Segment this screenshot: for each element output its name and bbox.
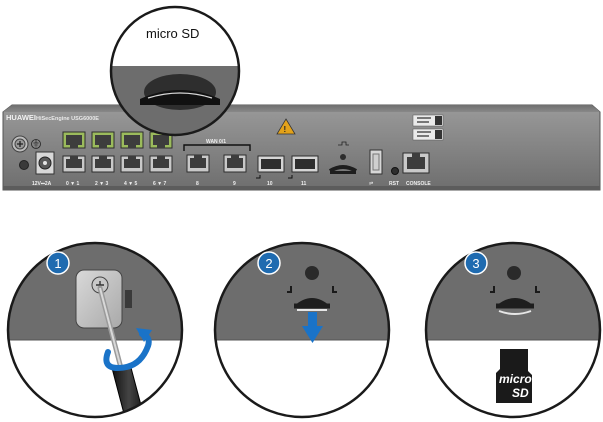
port-4 (120, 131, 144, 149)
port-label-6-7: 6 ▼ 7 (153, 181, 167, 187)
qr-labels (412, 114, 444, 141)
port-6 (149, 131, 173, 149)
port-label-9: 9 (233, 181, 236, 187)
lan-ports (62, 131, 173, 173)
port-5 (120, 155, 144, 173)
rst-label: RST (389, 181, 399, 187)
step-3-number: 3 (472, 256, 479, 271)
sd-slot (328, 141, 358, 174)
port-label-4-5: 4 ▼ 5 (124, 181, 138, 187)
usb-icon: ⇌ (369, 181, 373, 187)
step-2-badge: 2 (257, 251, 281, 275)
port-label-11: 11 (301, 181, 307, 187)
step-1-circle (6, 241, 184, 419)
port-8 (186, 154, 210, 173)
port-label-10: 10 (267, 181, 273, 187)
usb-port (369, 149, 383, 175)
step-2-circle (213, 241, 391, 419)
power-label: 12V⎓2A (32, 181, 52, 187)
port-label-8: 8 (196, 181, 199, 187)
ground-screw-icon (11, 135, 29, 153)
port-1 (62, 155, 86, 173)
port-label-0-1: 0 ▼ 1 (66, 181, 80, 187)
port-2 (91, 131, 115, 149)
power-indicator (19, 160, 29, 170)
step-2-number: 2 (265, 256, 272, 271)
wan-bracket (183, 144, 251, 151)
step-1-badge: 1 (46, 251, 70, 275)
port-9 (223, 154, 247, 173)
power-jack (35, 151, 55, 175)
console-port (402, 152, 430, 174)
microsd-card (496, 349, 532, 403)
step-1-number: 1 (54, 256, 61, 271)
callout-label: micro SD (146, 26, 199, 41)
port-7 (149, 155, 173, 173)
card-label-micro: micro (499, 372, 532, 386)
ground-symbol-icon (31, 139, 41, 149)
card-label-sd: SD (512, 386, 529, 400)
step-3-badge: 3 (464, 251, 488, 275)
port-0 (62, 131, 86, 149)
console-label: CONSOLE (406, 181, 431, 187)
reset-button (391, 167, 399, 175)
port-label-2-3: 2 ▼ 3 (95, 181, 109, 187)
warning-icon: ! (276, 118, 296, 135)
port-10 (257, 155, 285, 173)
brand-label: HUAWEI (6, 113, 36, 122)
svg-text:!: ! (284, 125, 287, 134)
model-label: HiSecEngine USG6000E (36, 116, 99, 122)
port-3 (91, 155, 115, 173)
wan-label: WAN 0/1 (206, 139, 226, 145)
port-11 (291, 155, 319, 173)
